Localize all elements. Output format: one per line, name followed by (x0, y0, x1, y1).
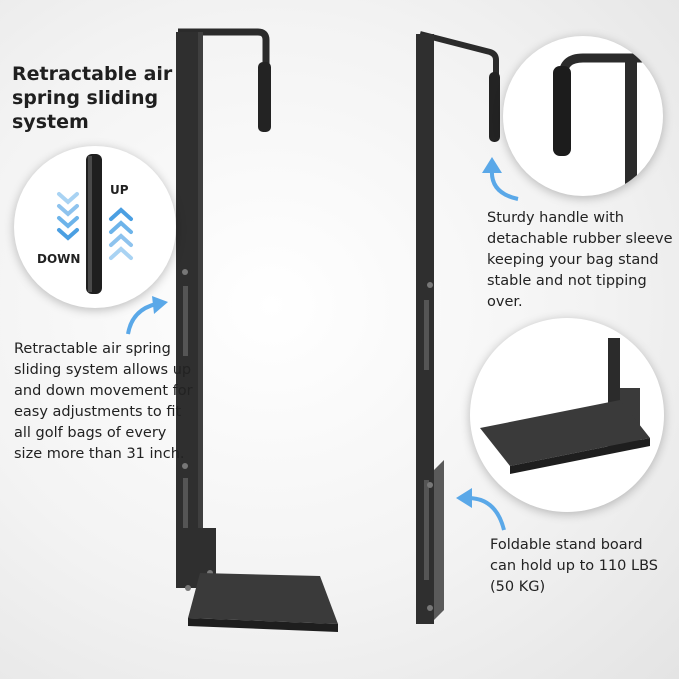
arrow-icon-right-bottom (456, 488, 506, 531)
label-down: DOWN (37, 252, 81, 266)
handle-detail (503, 36, 663, 196)
stand-front-view (176, 28, 338, 632)
down-chevrons-icon (57, 192, 79, 241)
up-chevrons-icon (109, 207, 133, 260)
air-spring-detail (14, 146, 176, 308)
rubber-sleeve (258, 62, 271, 132)
stand-side-view (416, 31, 500, 624)
rubber-sleeve-closeup (553, 66, 571, 156)
arrow-icon-left (126, 296, 168, 335)
label-up: UP (110, 183, 129, 197)
description-foot-plate: Foldable stand board can hold up to 110 … (490, 537, 658, 595)
rubber-sleeve-side (489, 72, 500, 142)
description-air-spring: Retractable air spring sliding system al… (14, 341, 193, 462)
description-handle: Sturdy handle with detachable rubber sle… (487, 210, 673, 310)
heading: Retractable air spring sliding system (12, 63, 173, 133)
arrow-icon-right-top (482, 157, 519, 201)
foot-plate-detail (470, 318, 664, 512)
